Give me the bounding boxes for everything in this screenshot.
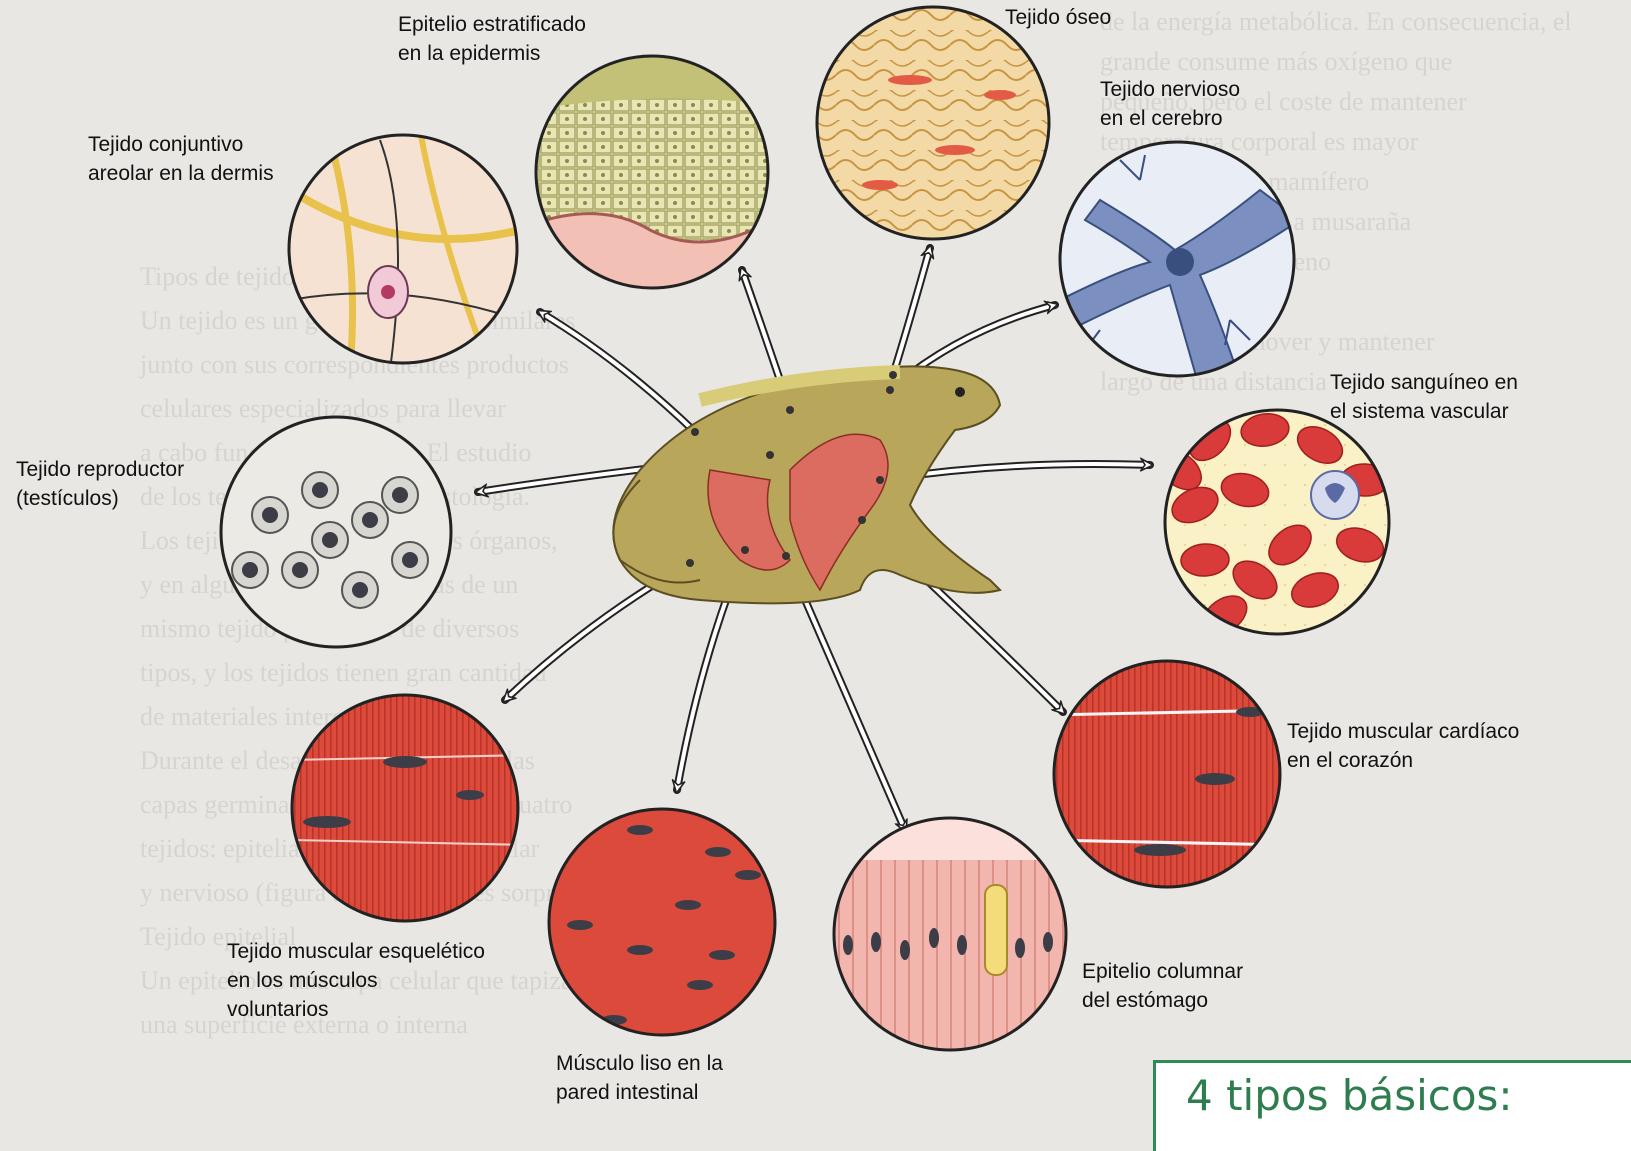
circle-tejido-conjuntivo bbox=[285, 130, 525, 370]
label-tejido-cardiaco: Tejido muscular cardíaco en el corazón bbox=[1287, 717, 1519, 775]
label-tejido-conjuntivo: Tejido conjuntivo areolar en la dermis bbox=[88, 130, 274, 188]
label-tejido-sanguineo: Tejido sanguíneo en el sistema vascular bbox=[1330, 368, 1518, 426]
label-epitelio-columnar: Epitelio columnar del estómago bbox=[1082, 957, 1243, 1015]
label-tejido-oseo: Tejido óseo bbox=[1005, 3, 1111, 32]
circle-epitelio-epidermis bbox=[530, 50, 780, 300]
arrow-to-oseo bbox=[893, 248, 930, 375]
label-tejido-esqueletico: Tejido muscular esquelético en los múscu… bbox=[227, 937, 485, 1024]
summary-title: 4 tipos básicos: bbox=[1186, 1071, 1513, 1120]
label-tejido-reproductor: Tejido reproductor (testículos) bbox=[16, 455, 184, 513]
circle-tejido-reproductor bbox=[215, 410, 460, 655]
circle-tejido-nervioso bbox=[1055, 140, 1305, 390]
circle-tejido-oseo bbox=[810, 0, 1060, 250]
label-epitelio-epidermis: Epitelio estratificado en la epidermis bbox=[398, 10, 586, 68]
label-tejido-nervioso: Tejido nervioso en el cerebro bbox=[1100, 75, 1240, 133]
circle-tejido-cardiaco bbox=[1050, 655, 1290, 895]
circle-tejido-sanguineo bbox=[1151, 405, 1400, 645]
summary-box: 4 tipos básicos: bbox=[1153, 1060, 1631, 1151]
circle-tejido-esqueletico bbox=[290, 690, 530, 930]
label-musculo-liso: Músculo liso en la pared intestinal bbox=[556, 1049, 723, 1107]
circle-musculo-liso bbox=[545, 805, 785, 1045]
circle-epitelio-columnar bbox=[830, 815, 1070, 1055]
frog-illustration bbox=[613, 366, 1000, 603]
arrow-to-epitelio-epidermis bbox=[540, 312, 695, 432]
